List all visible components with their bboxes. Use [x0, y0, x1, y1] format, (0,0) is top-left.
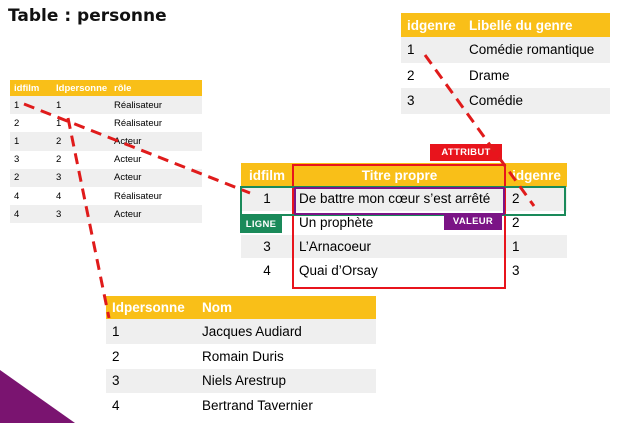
main-cell: 1: [506, 234, 567, 259]
link-genre-to-idgenre: [423, 54, 536, 207]
main-film-table: idfilm Titre propre idgenre 1 De battre …: [241, 163, 567, 283]
link-idfilm-to-main: [23, 102, 251, 195]
table-row: 1 De battre mon cœur s’est arrêté 2: [241, 187, 567, 211]
table-row: 3 Comédie: [401, 88, 610, 114]
film-cell: Acteur: [110, 205, 202, 224]
film-cell: Acteur: [110, 168, 202, 187]
personne-header-row: Idpersonne Nom: [106, 296, 376, 319]
main-cell: De battre mon cœur s’est arrêté: [293, 187, 506, 211]
film-cell: 1: [52, 96, 110, 115]
film-cell: Réalisateur: [110, 114, 202, 133]
genre-header-id: idgenre: [401, 13, 463, 37]
film-cell: 4: [10, 205, 52, 224]
personne-cell: Jacques Audiard: [196, 319, 376, 344]
main-cell: 2: [506, 187, 567, 211]
main-header-idgenre: idgenre: [506, 163, 567, 187]
main-cell: 3: [506, 258, 567, 283]
film-cell: 1: [52, 114, 110, 133]
page-title: Table : personne: [8, 6, 167, 26]
genre-cell: Comédie: [463, 88, 610, 114]
table-row: 4 Quai d’Orsay 3: [241, 258, 567, 283]
film-cell: 4: [10, 186, 52, 206]
table-row: 2 Drame: [401, 62, 610, 88]
personne-cell: 1: [106, 319, 196, 344]
film-cell: 3: [10, 150, 52, 169]
film-cell: 2: [10, 168, 52, 187]
main-cell: 3: [241, 234, 293, 259]
personne-header-id: Idpersonne: [106, 296, 196, 319]
link-idpersonne-to-personne: [66, 117, 111, 319]
genre-cell: 2: [401, 62, 463, 88]
table-row: 3 L’Arnacoeur 1: [241, 234, 567, 259]
film-cell: 2: [10, 114, 52, 133]
attribut-tag: ATTRIBUT: [430, 144, 502, 161]
personne-cell: 2: [106, 343, 196, 369]
genre-header-row: idgenre Libellé du genre: [401, 13, 610, 37]
genre-header-label: Libellé du genre: [463, 13, 610, 37]
film-cell: Réalisateur: [110, 96, 202, 115]
personne-cell: 3: [106, 368, 196, 394]
film-header-role: rôle: [110, 80, 202, 96]
personne-cell: Bertrand Tavernier: [196, 393, 376, 419]
film-cell: 4: [52, 186, 110, 206]
personne-header-nom: Nom: [196, 296, 376, 319]
personne-cell: 4: [106, 393, 196, 419]
film-header-idpersonne: Idpersonne: [52, 80, 110, 96]
main-cell: 4: [241, 258, 293, 283]
main-cell: Quai d’Orsay: [293, 258, 506, 283]
main-cell: 2: [506, 210, 567, 235]
personne-cell: Romain Duris: [196, 343, 376, 369]
main-header-titre: Titre propre: [293, 163, 506, 187]
film-cell: Réalisateur: [110, 186, 202, 206]
corner-decoration: [0, 370, 75, 423]
genre-cell: 1: [401, 37, 463, 63]
film-cell: 2: [52, 150, 110, 169]
ligne-tag: LIGNE: [240, 216, 282, 233]
genre-cell: Drame: [463, 62, 610, 88]
genre-table: idgenre Libellé du genre 1 Comédie roman…: [401, 13, 610, 114]
film-header-row: idfilm Idpersonne rôle: [10, 80, 202, 96]
film-cell: 2: [52, 132, 110, 151]
main-cell: L’Arnacoeur: [293, 234, 506, 259]
main-header-idfilm: idfilm: [241, 163, 293, 187]
film-cell: 1: [10, 132, 52, 151]
genre-cell: Comédie romantique: [463, 37, 610, 63]
film-header-idfilm: idfilm: [10, 80, 52, 96]
main-header-row: idfilm Titre propre idgenre: [241, 163, 567, 187]
personne-cell: Niels Arestrup: [196, 368, 376, 394]
table-row: 1 Comédie romantique: [401, 37, 610, 63]
film-cell: 3: [52, 205, 110, 224]
valeur-tag: VALEUR: [444, 213, 502, 230]
main-cell: 1: [241, 187, 293, 211]
